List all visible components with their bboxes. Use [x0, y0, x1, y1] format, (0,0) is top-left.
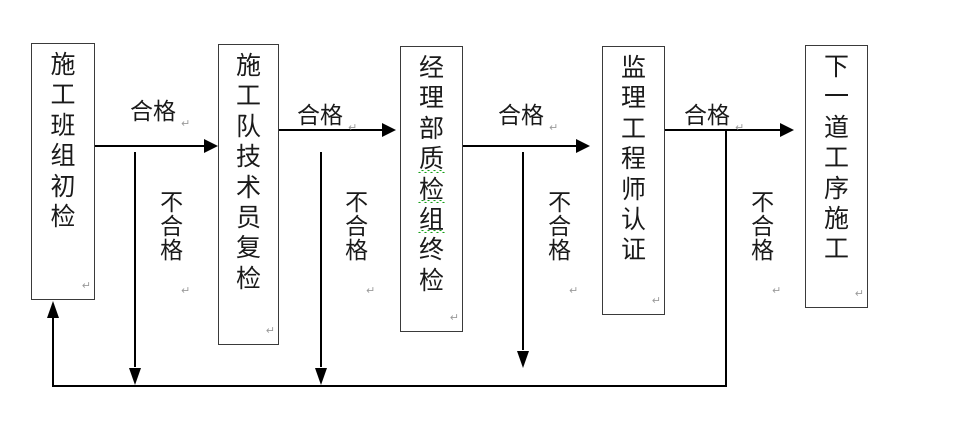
box-char: 工: [620, 113, 646, 143]
box-char: 队: [235, 111, 261, 141]
pilcrow-mark-fail-2: ↵: [366, 284, 376, 297]
return-path-horizontal-line: [52, 385, 727, 387]
fail-edge-label-2: 不合格: [340, 190, 367, 262]
box-char: 序: [823, 173, 849, 203]
box-char: 道: [823, 112, 849, 142]
box-char: 程: [620, 144, 646, 174]
fail-edge-arrowhead-3: [517, 351, 529, 368]
pass-edge-line-4: [665, 129, 781, 131]
box-char: 师: [620, 174, 646, 204]
pass-edge-line-2: [279, 129, 382, 131]
box-char: 工: [50, 80, 76, 110]
box-char: 施: [235, 51, 261, 80]
process-box-1[interactable]: 施工班组初检 ↵: [31, 43, 95, 300]
return-path-arrowhead: [47, 301, 59, 318]
process-box-3[interactable]: 经理部质检组终检↵: [400, 46, 463, 332]
box-char: 员: [235, 202, 261, 232]
box-char: 施: [50, 50, 76, 79]
box-char: 部: [418, 113, 444, 143]
pass-edge-arrowhead-3: [576, 139, 590, 153]
pass-edge-arrowhead-1: [204, 139, 218, 153]
box-char: 术: [235, 172, 261, 202]
pass-edge-line-1: [95, 145, 205, 147]
box-char: 班: [50, 110, 76, 140]
box-char: 质: [417, 144, 446, 174]
pilcrow-mark: ↵: [854, 287, 864, 300]
pilcrow-mark: ↵: [651, 294, 661, 307]
pilcrow-mark-pass-2: ↵: [348, 121, 358, 134]
box-char: 检: [417, 174, 446, 204]
box-char: 组: [50, 141, 76, 171]
pilcrow-mark-pass-4: ↵: [735, 121, 745, 134]
box-char: 检: [50, 201, 76, 231]
pilcrow-mark: ↵: [449, 311, 459, 324]
box-char: 初: [50, 171, 76, 201]
box-char: 复: [235, 233, 261, 263]
box-char: 一: [823, 82, 849, 112]
pilcrow-mark-pass-1: ↵: [181, 117, 191, 130]
box-char: 组: [417, 204, 446, 234]
box-char: 工: [235, 81, 261, 111]
fail-edge-label-3: 不合格: [543, 190, 570, 262]
fail-edge-label-4: 不合格: [746, 190, 773, 262]
box-char: 检: [418, 265, 444, 295]
box-char: 认: [620, 204, 646, 234]
box-char: 监: [620, 53, 646, 82]
box-char: 施: [823, 203, 849, 233]
fail-edge-line-2: [320, 152, 322, 367]
box-char: 下: [823, 52, 849, 81]
fail-edge-arrowhead-2: [315, 368, 327, 385]
fail-edge-arrowhead-1: [129, 368, 141, 385]
box-char: 终: [418, 235, 444, 265]
box-char: 证: [620, 235, 646, 265]
fail-edge-line-1: [134, 152, 136, 367]
box-char: 理: [620, 83, 646, 113]
pilcrow-mark-fail-1: ↵: [181, 284, 191, 297]
pass-edge-arrowhead-2: [382, 123, 396, 137]
pilcrow-mark: ↵: [81, 279, 91, 292]
process-box-5[interactable]: 下一道工序施工↵: [805, 45, 868, 308]
pass-edge-line-3: [463, 145, 577, 147]
process-box-2[interactable]: 施工队技术员复检 ↵: [218, 44, 279, 345]
box-char: 技: [235, 142, 261, 172]
pass-edge-label-2: 合格: [297, 103, 343, 129]
box-char: 经: [418, 53, 444, 82]
box-char: 工: [823, 143, 849, 173]
pass-edge-label-1: 合格: [130, 99, 176, 125]
fail-edge-line-4: [725, 131, 727, 386]
box-char: 工: [823, 234, 849, 264]
box-char: 理: [418, 83, 444, 113]
return-path-vertical-line: [52, 318, 54, 386]
pass-edge-label-3: 合格: [498, 103, 544, 129]
fail-edge-label-1: 不合格: [155, 190, 182, 262]
fail-edge-line-3: [522, 152, 524, 350]
pilcrow-mark: ↵: [265, 324, 275, 337]
pilcrow-mark-pass-3: ↵: [549, 121, 559, 134]
box-char: 检: [235, 263, 261, 293]
pilcrow-mark-fail-4: ↵: [772, 284, 782, 297]
pass-edge-label-4: 合格: [684, 103, 730, 129]
pass-edge-arrowhead-4: [780, 123, 794, 137]
process-box-4[interactable]: 监理工程师认证 ↵: [602, 46, 665, 315]
pilcrow-mark-fail-3: ↵: [569, 284, 579, 297]
